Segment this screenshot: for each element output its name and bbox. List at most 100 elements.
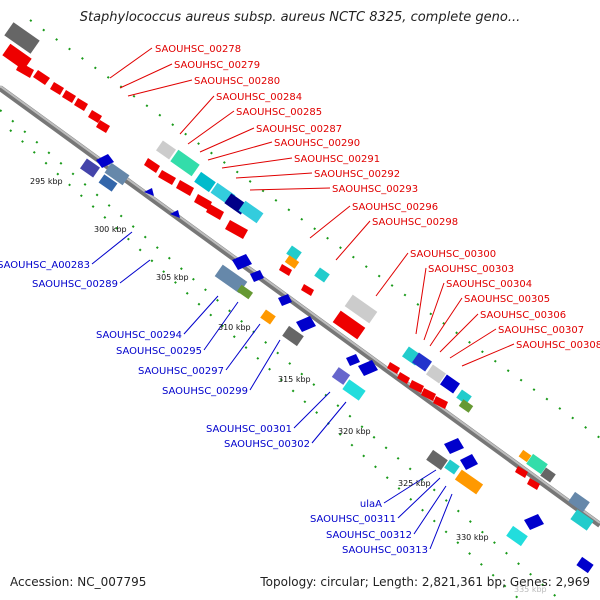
gene-arrow	[397, 372, 410, 384]
gene-arrow	[16, 62, 34, 78]
gene-arrow	[194, 194, 212, 210]
gene-arrow	[279, 264, 292, 276]
reverse-genes	[80, 154, 594, 574]
gene-block	[456, 389, 472, 405]
gene-block	[426, 449, 448, 471]
leader-line	[415, 267, 427, 335]
gene-block	[80, 158, 100, 178]
gene-block	[454, 469, 484, 495]
gene-label[interactable]: ulaA	[360, 499, 382, 510]
leader-line	[183, 295, 219, 335]
gene-label[interactable]: SAOUHSC_00303	[428, 264, 514, 275]
leader-line	[293, 391, 331, 429]
tick-label: 325 kbp	[398, 479, 431, 488]
gene-block	[170, 149, 200, 177]
gene-arrow	[527, 478, 540, 490]
forward-leaders	[109, 47, 515, 367]
gene-label[interactable]: SAOUHSC_00299	[162, 386, 248, 397]
backbone-line	[0, 85, 600, 528]
leader-line	[335, 220, 371, 261]
gene-label[interactable]: SAOUHSC_A00283	[0, 260, 90, 271]
gene-label[interactable]: SAOUHSC_00296	[352, 202, 438, 213]
gene-arrow	[444, 438, 464, 454]
gene-label[interactable]: SAOUHSC_00295	[116, 346, 202, 357]
gene-arrow	[296, 316, 316, 332]
gene-label[interactable]: SAOUHSC_00280	[194, 76, 280, 87]
gene-label[interactable]: SAOUHSC_00289	[32, 279, 118, 290]
leader-line	[221, 157, 293, 169]
leader-line	[439, 313, 479, 353]
backbone-highlight	[0, 85, 600, 524]
leader-line	[199, 127, 255, 153]
gene-label[interactable]: SAOUHSC_00305	[464, 294, 550, 305]
leader-line	[397, 477, 441, 519]
leader-line	[449, 328, 497, 359]
gene-block	[412, 352, 432, 372]
leader-line	[375, 252, 409, 297]
gene-label[interactable]: SAOUHSC_00312	[326, 530, 412, 541]
gene-block	[260, 309, 276, 325]
map-title: Staphylococcus aureus subsp. aureus NCTC…	[79, 10, 521, 25]
leader-line	[207, 141, 273, 161]
gene-label[interactable]: SAOUHSC_00307	[498, 325, 584, 336]
guide-track	[0, 109, 561, 600]
gene-arrow	[144, 188, 154, 196]
gene-block	[458, 399, 474, 413]
gene-label[interactable]: SAOUHSC_00313	[342, 545, 428, 556]
gene-label[interactable]: SAOUHSC_00284	[216, 92, 302, 103]
leader-line	[309, 205, 351, 239]
gene-label[interactable]: SAOUHSC_00287	[256, 124, 342, 135]
gene-label[interactable]: SAOUHSC_00279	[174, 60, 260, 71]
gene-arrow	[515, 466, 528, 478]
gene-block	[332, 310, 366, 340]
gene-arrow	[33, 70, 50, 85]
gene-block	[284, 255, 300, 269]
leader-line	[187, 110, 235, 145]
tick-label: 300 kbp	[94, 225, 127, 234]
gene-label[interactable]: SAOUHSC_00278	[155, 44, 241, 55]
gene-label[interactable]: SAOUHSC_00308	[516, 340, 600, 351]
reverse-gene-labels: SAOUHSC_A00283 SAOUHSC_00289 SAOUHSC_002…	[0, 260, 428, 556]
forward-genes	[2, 22, 556, 490]
gene-label[interactable]: SAOUHSC_00285	[236, 107, 322, 118]
gene-label[interactable]: SAOUHSC_00293	[332, 184, 418, 195]
leader-line	[413, 485, 447, 535]
leader-line	[235, 172, 313, 179]
gene-label[interactable]: SAOUHSC_00297	[138, 366, 224, 377]
leader-line	[249, 187, 331, 191]
tick-label: 305 kbp	[156, 273, 189, 282]
gene-block	[426, 364, 446, 384]
leader-line	[249, 339, 281, 391]
gene-block	[238, 200, 264, 224]
gene-label[interactable]: SAOUHSC_00291	[294, 154, 380, 165]
gene-label[interactable]: SAOUHSC_00292	[314, 169, 400, 180]
gene-label[interactable]: SAOUHSC_00304	[446, 279, 532, 290]
gene-label[interactable]: SAOUHSC_00311	[310, 514, 396, 525]
genome-backbone	[0, 85, 600, 528]
gene-label[interactable]: SAOUHSC_00298	[372, 217, 458, 228]
gene-block	[344, 294, 378, 324]
tick-label: 320 kbp	[338, 427, 371, 436]
forward-gene-labels: SAOUHSC_00278 SAOUHSC_00279 SAOUHSC_0028…	[155, 44, 600, 351]
leader-line	[119, 63, 173, 89]
leader-line	[127, 79, 193, 97]
gene-label[interactable]: SAOUHSC_00290	[274, 138, 360, 149]
gene-label[interactable]: SAOUHSC_00302	[224, 439, 310, 450]
gene-arrow	[144, 158, 160, 173]
gene-label[interactable]: SAOUHSC_00294	[96, 330, 182, 341]
gene-arrow	[74, 98, 88, 111]
gene-block	[576, 556, 594, 574]
tick-label: 315 kbp	[278, 375, 311, 384]
leader-line	[225, 323, 261, 371]
gene-label[interactable]: SAOUHSC_00301	[206, 424, 292, 435]
leader-line	[461, 343, 515, 367]
gene-block	[444, 459, 460, 475]
gene-block	[4, 22, 40, 54]
gene-label[interactable]: SAOUHSC_00306	[480, 310, 566, 321]
gene-block	[518, 449, 532, 463]
guide-track	[9, 129, 521, 600]
gene-arrow	[409, 380, 424, 393]
gene-arrow	[62, 90, 76, 103]
gene-arrow	[301, 284, 314, 296]
gene-label[interactable]: SAOUHSC_00300	[410, 249, 496, 260]
